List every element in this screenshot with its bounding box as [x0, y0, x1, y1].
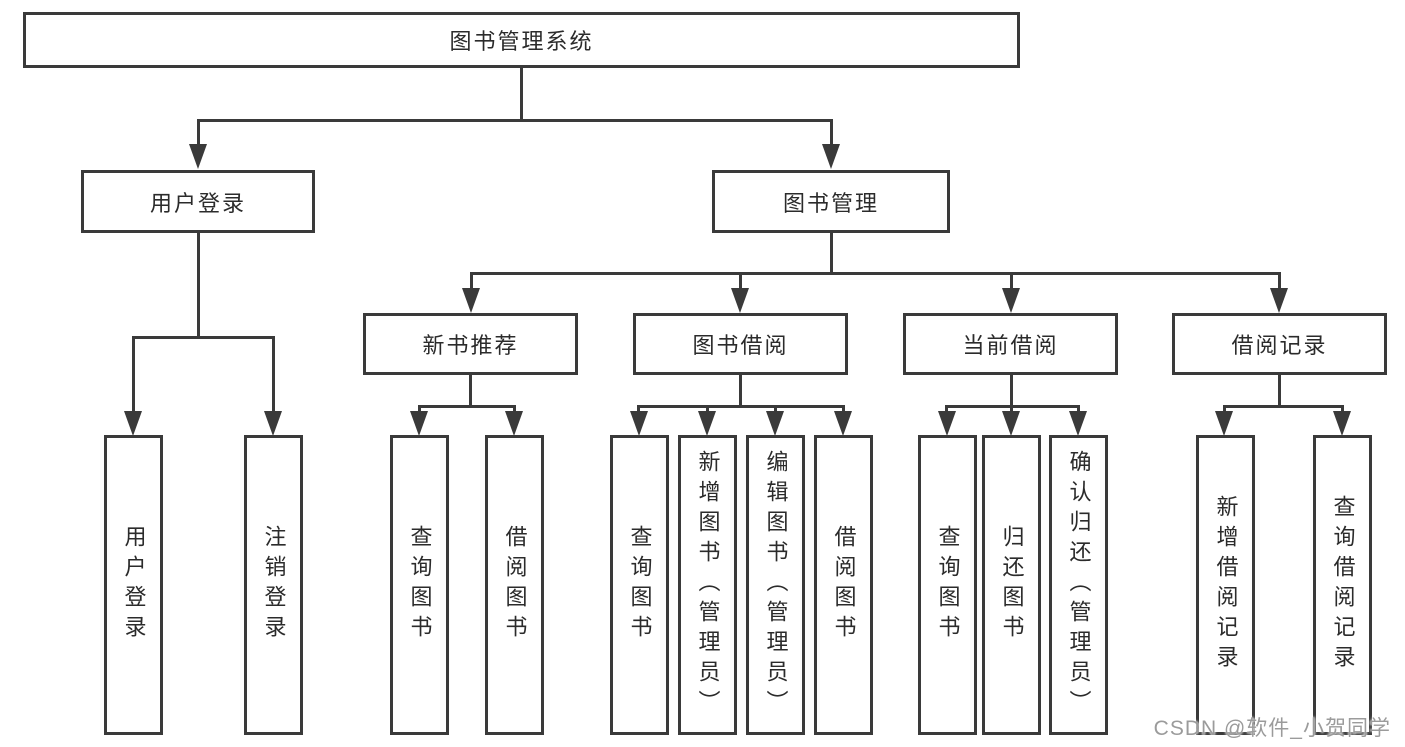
- connector-recommend-stem: [469, 375, 472, 405]
- leaf-logout: 注销登录: [244, 435, 303, 735]
- node-book-borrow: 图书借阅: [633, 313, 848, 375]
- leaf-user-login: 用户登录: [104, 435, 163, 735]
- arrowhead-down-icon: [462, 288, 480, 313]
- node-new-book-recommend: 新书推荐: [363, 313, 578, 375]
- leaf-rec-borrow-books: 借阅图书: [485, 435, 544, 735]
- leaf-edit-book-admin: 编辑图书（管理员）: [746, 435, 805, 735]
- arrowhead-down-icon: [1333, 411, 1351, 436]
- arrowhead-down-icon: [822, 144, 840, 169]
- arrowhead-down-icon: [630, 411, 648, 436]
- csdn-watermark: CSDN @软件_小贺同学: [1153, 717, 1391, 740]
- connector-root-hline: [197, 119, 833, 122]
- connector-borrow-records-stem: [1278, 375, 1281, 405]
- leaf-return-books-label: 归还图书: [999, 525, 1025, 645]
- node-borrow-records-label: 借阅记录: [1231, 333, 1328, 358]
- connector-current-borrow-stem: [1010, 375, 1013, 405]
- leaf-confirm-return-admin: 确认归还（管理员）: [1049, 435, 1108, 735]
- connector-drop-level3: [739, 272, 742, 289]
- arrowhead-down-icon: [731, 288, 749, 313]
- connector-book-borrow-hline: [637, 405, 845, 408]
- arrowhead-down-icon: [505, 411, 523, 436]
- node-user-login-label: 用户登录: [149, 190, 246, 216]
- leaf-add-book-admin: 新增图书（管理员）: [678, 435, 737, 735]
- leaf-logout-label: 注销登录: [261, 525, 287, 645]
- leaf-borrow-books-label: 借阅图书: [831, 525, 857, 645]
- node-current-borrow: 当前借阅: [903, 313, 1118, 375]
- connector-drop-leaf: [1341, 405, 1344, 413]
- connector-drop-leaf: [945, 405, 948, 413]
- leaf-user-login-label: 用户登录: [121, 525, 147, 645]
- connector-level3-hline: [470, 272, 1281, 275]
- leaf-confirm-return-admin-label: 确认归还（管理员）: [1066, 450, 1092, 720]
- connector-drop-level3: [1010, 272, 1013, 289]
- arrowhead-down-icon: [124, 411, 142, 436]
- node-borrow-records: 借阅记录: [1172, 313, 1387, 375]
- connector-drop-user-login: [197, 119, 200, 146]
- connector-drop-leaf: [706, 405, 709, 413]
- connector-drop-leaf: [842, 405, 845, 413]
- connector-borrow-records-hline: [1223, 405, 1344, 408]
- connector-root-stem: [520, 68, 523, 119]
- connector-drop-book-management: [830, 119, 833, 146]
- connector-drop-leaf: [1223, 405, 1226, 413]
- node-current-borrow-label: 当前借阅: [962, 333, 1059, 358]
- leaf-current-query-books-label: 查询图书: [935, 525, 961, 645]
- leaf-current-query-books: 查询图书: [918, 435, 977, 735]
- leaf-return-books: 归还图书: [982, 435, 1041, 735]
- leaf-borrow-books: 借阅图书: [814, 435, 873, 735]
- leaf-rec-borrow-books-label: 借阅图书: [502, 525, 528, 645]
- leaf-query-borrow-record-label: 查询借阅记录: [1330, 495, 1356, 675]
- node-book-borrow-label: 图书借阅: [692, 333, 789, 358]
- leaf-edit-book-admin-label: 编辑图书（管理员）: [763, 450, 789, 720]
- connector-book-management-stem: [830, 233, 833, 272]
- node-book-management: 图书管理: [712, 170, 950, 233]
- arrowhead-down-icon: [1002, 288, 1020, 313]
- arrowhead-down-icon: [938, 411, 956, 436]
- leaf-add-borrow-record: 新增借阅记录: [1196, 435, 1255, 735]
- node-root-label: 图书管理系统: [449, 29, 594, 54]
- arrowhead-down-icon: [698, 411, 716, 436]
- arrowhead-down-icon: [410, 411, 428, 436]
- connector-drop-level3: [470, 272, 473, 289]
- leaf-add-book-admin-label: 新增图书（管理员）: [695, 450, 721, 720]
- arrowhead-down-icon: [1002, 411, 1020, 436]
- node-root: 图书管理系统: [23, 12, 1020, 68]
- node-user-login: 用户登录: [81, 170, 315, 233]
- arrowhead-down-icon: [1215, 411, 1233, 436]
- arrowhead-down-icon: [189, 144, 207, 169]
- leaf-borrow-query-books: 查询图书: [610, 435, 669, 735]
- arrowhead-down-icon: [264, 411, 282, 436]
- node-new-book-recommend-label: 新书推荐: [422, 333, 519, 358]
- node-book-management-label: 图书管理: [782, 190, 879, 216]
- connector-user-login-hline: [132, 336, 275, 339]
- arrowhead-down-icon: [766, 411, 784, 436]
- leaf-rec-query-books-label: 查询图书: [407, 525, 433, 645]
- arrowhead-down-icon: [834, 411, 852, 436]
- connector-drop-leaf: [774, 405, 777, 413]
- arrowhead-down-icon: [1270, 288, 1288, 313]
- connector-drop-leaf: [1077, 405, 1080, 413]
- connector-drop-leaf: [132, 336, 135, 412]
- connector-drop-leaf: [513, 405, 516, 413]
- connector-book-borrow-stem: [739, 375, 742, 405]
- connector-recommend-hline: [418, 405, 516, 408]
- leaf-rec-query-books: 查询图书: [390, 435, 449, 735]
- leaf-add-borrow-record-label: 新增借阅记录: [1213, 495, 1239, 675]
- leaf-borrow-query-books-label: 查询图书: [627, 525, 653, 645]
- arrowhead-down-icon: [1069, 411, 1087, 436]
- connector-user-login-stem: [197, 233, 200, 336]
- connector-drop-leaf: [637, 405, 640, 413]
- connector-drop-level3: [1278, 272, 1281, 289]
- connector-drop-leaf: [418, 405, 421, 413]
- leaf-query-borrow-record: 查询借阅记录: [1313, 435, 1372, 735]
- connector-drop-leaf: [1010, 405, 1013, 413]
- connector-drop-leaf: [272, 336, 275, 412]
